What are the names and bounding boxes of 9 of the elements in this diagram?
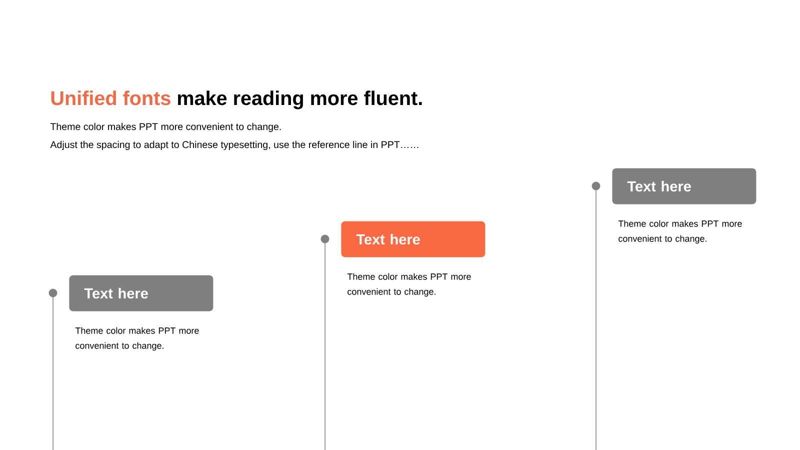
description-text: Theme color makes PPT more convenient to change. [347,273,471,297]
subtitle-text: Adjust the spacing to adapt to Chinese typesetting, use the reference line in PPT…… [50,140,418,150]
label-box: Text here [612,168,756,204]
title: Unified fonts make reading more fluent. [51,90,422,110]
description-text: Theme color makes PPT more convenient to change. [75,327,199,351]
label-box: Text here [69,275,214,312]
description-text: Theme color makes PPT more convenient to change. [618,220,742,244]
label-box: Text here [341,221,486,258]
subtitle-text: Theme color makes PPT more convenient to change. [50,122,281,132]
